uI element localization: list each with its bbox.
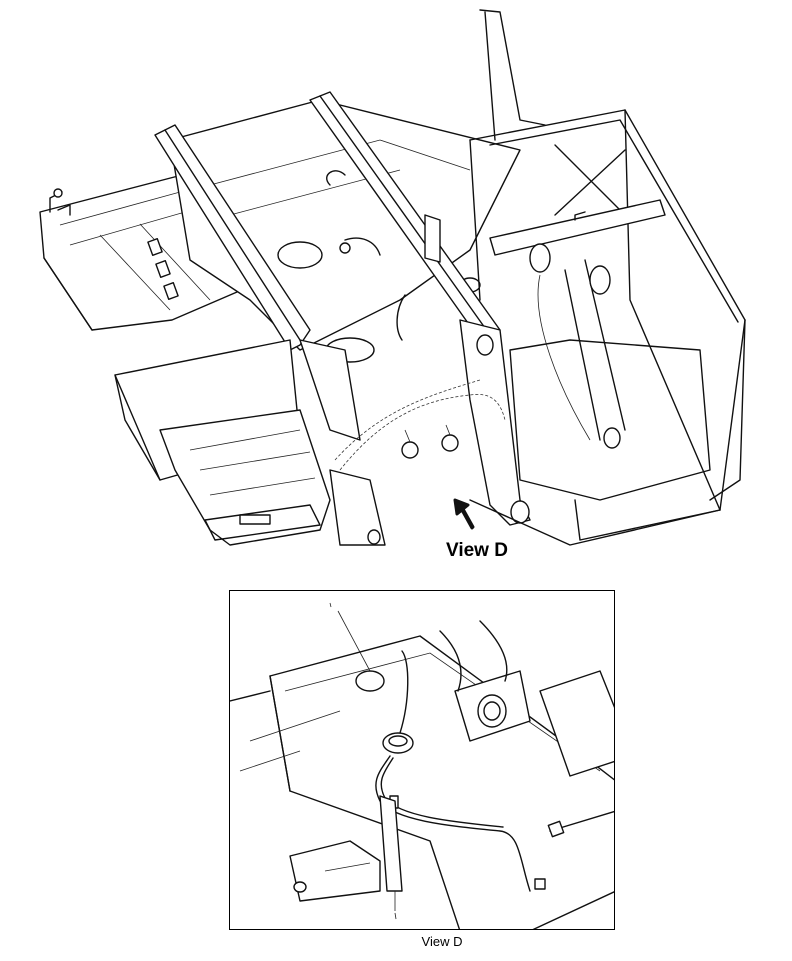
detail-pivot-boss — [439, 620, 531, 742]
wiring-harness — [326, 170, 506, 471]
detail-bracket — [289, 795, 403, 902]
right-cab-frame — [469, 9, 746, 546]
left-deck — [39, 174, 331, 331]
detail-frame-plate — [230, 635, 614, 929]
detail-grommet — [382, 732, 414, 754]
detail-leader-lines — [329, 602, 397, 920]
main-frame-drawing — [39, 9, 746, 546]
view-d-arrow — [453, 498, 475, 530]
lower-left-box — [114, 339, 386, 546]
detail-right-component — [534, 670, 614, 890]
view-d-label: View D — [446, 540, 508, 561]
detail-view-d-frame — [229, 590, 615, 930]
detail-view-caption: View D — [421, 934, 463, 949]
frame-beams — [154, 91, 531, 526]
